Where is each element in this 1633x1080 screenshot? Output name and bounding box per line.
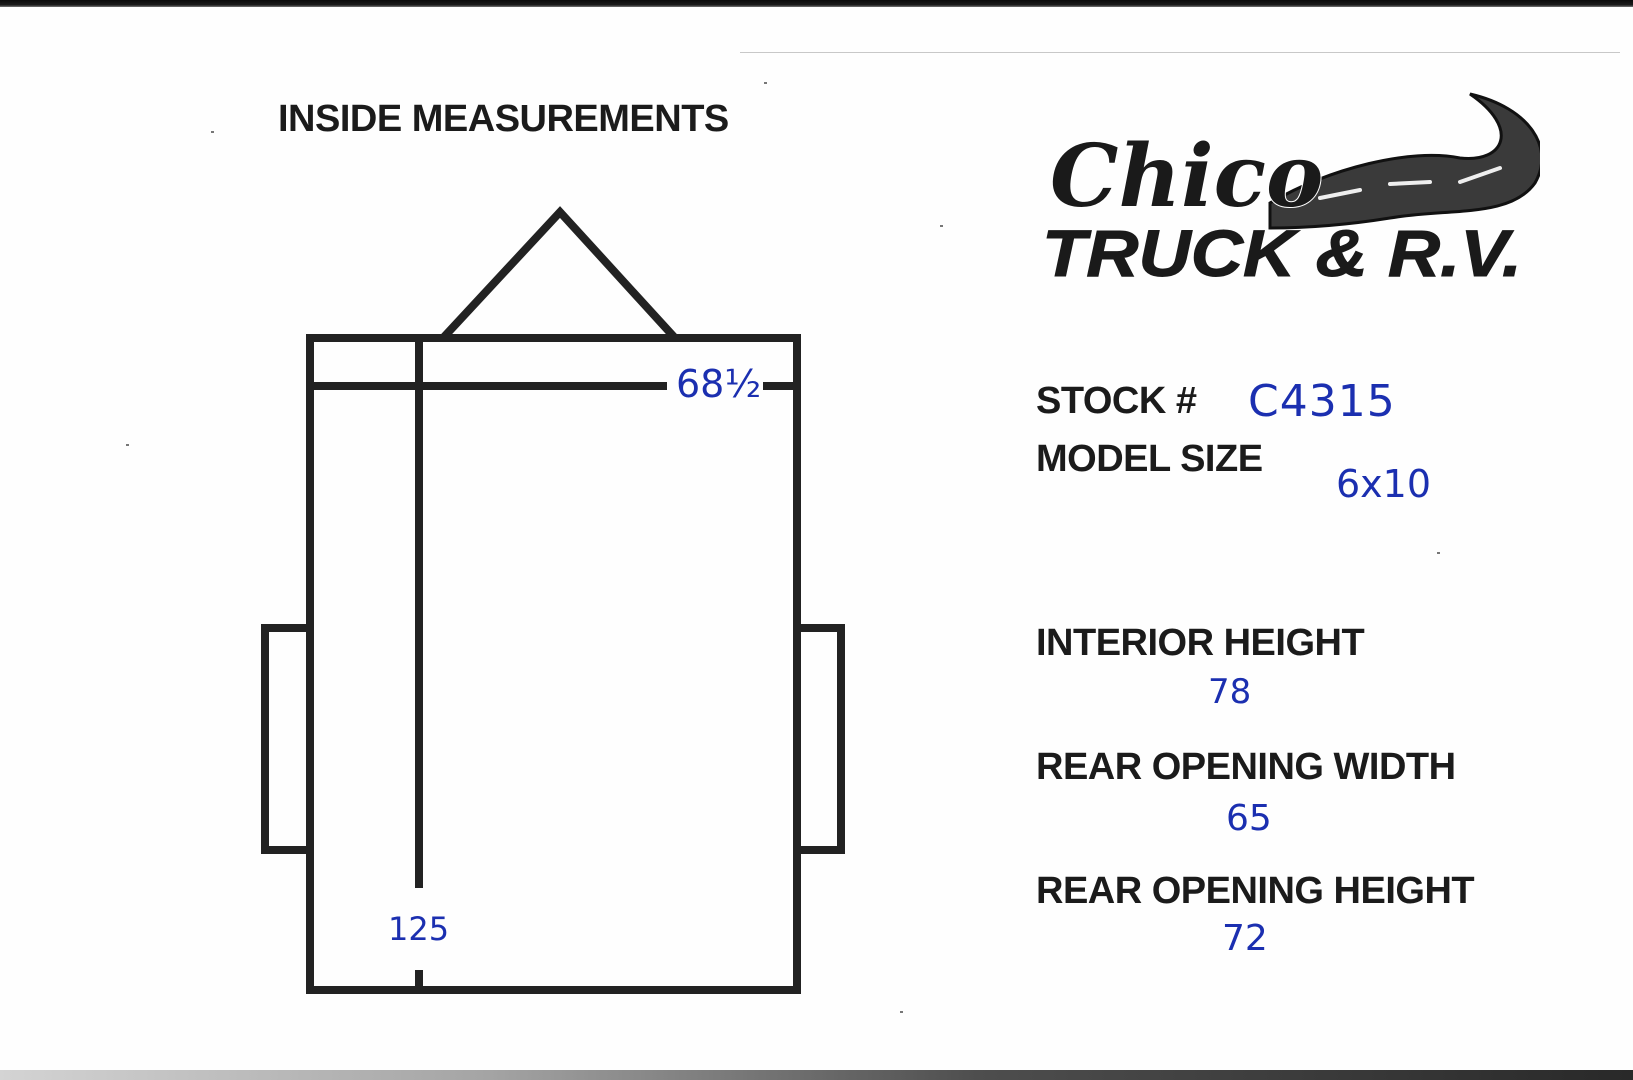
scan-speck	[126, 444, 129, 446]
tongue-triangle	[440, 206, 678, 341]
trailer-body	[306, 334, 801, 994]
model-size-label: MODEL SIZE	[1036, 438, 1263, 480]
rear-opening-height-value: 72	[1222, 918, 1268, 959]
rear-opening-height-label: REAR OPENING HEIGHT	[1036, 870, 1475, 912]
scan-speck	[1437, 552, 1440, 554]
scan-speck	[211, 131, 214, 133]
scan-edge-bottom	[0, 1070, 1633, 1080]
dealer-logo: Chico TRUCK & R.V.	[1030, 88, 1544, 293]
length-measurement: 125	[388, 910, 450, 948]
width-measurement: 68½	[676, 362, 762, 406]
rear-opening-width-value: 65	[1226, 798, 1272, 839]
logo-line2: TRUCK & R.V.	[1042, 216, 1522, 288]
road-swoosh-icon: Chico TRUCK & R.V.	[1042, 92, 1544, 291]
scan-edge-top	[0, 0, 1633, 7]
interior-height-label: INTERIOR HEIGHT	[1036, 622, 1365, 664]
model-size-value: 6x10	[1336, 462, 1432, 506]
scan-rule	[740, 52, 1620, 53]
logo-line1: Chico	[1050, 126, 1323, 227]
page-title: INSIDE MEASUREMENTS	[278, 98, 729, 140]
stock-value: C4315	[1248, 376, 1396, 427]
scan-speck	[764, 82, 767, 84]
interior-height-value: 78	[1208, 672, 1252, 712]
left-fender	[261, 624, 310, 854]
scan-speck	[940, 225, 943, 227]
rear-opening-width-label: REAR OPENING WIDTH	[1036, 746, 1456, 788]
stock-label: STOCK #	[1036, 380, 1197, 422]
scan-speck	[900, 1011, 903, 1013]
right-fender	[797, 624, 845, 854]
